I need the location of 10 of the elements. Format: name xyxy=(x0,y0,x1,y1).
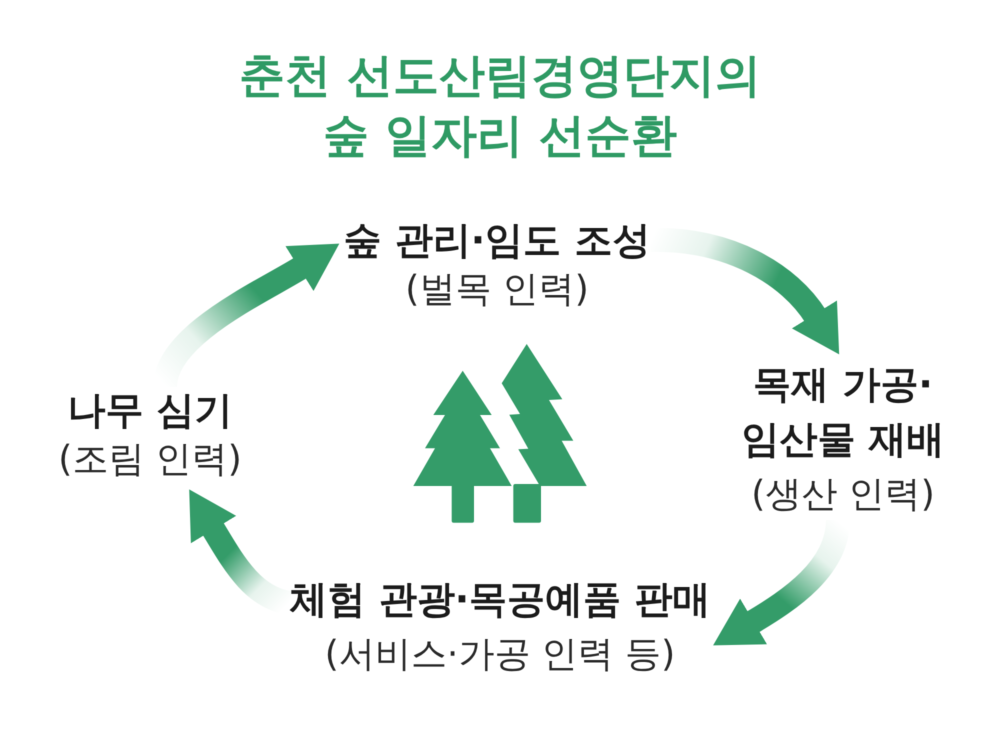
workforce-note: (조림 인력) xyxy=(58,438,242,482)
step-title: 나무 심기 xyxy=(66,387,234,434)
step-title: 목재 가공· 임산물 재배 xyxy=(740,361,946,463)
diagram-title: 춘천 선도산림경영단지의 숲 일자리 선순환 xyxy=(238,47,762,164)
workforce-note: (생산 인력) xyxy=(750,473,936,517)
workforce-note: (벌목 인력) xyxy=(404,268,590,312)
step-title: 체험 관광·목공예품 판매 xyxy=(289,576,711,623)
step-title: 숲 관리·임도 조성 xyxy=(343,217,651,264)
curved-arrow xyxy=(713,519,850,646)
workforce-note: (서비스·가공 인력 등) xyxy=(324,633,676,677)
